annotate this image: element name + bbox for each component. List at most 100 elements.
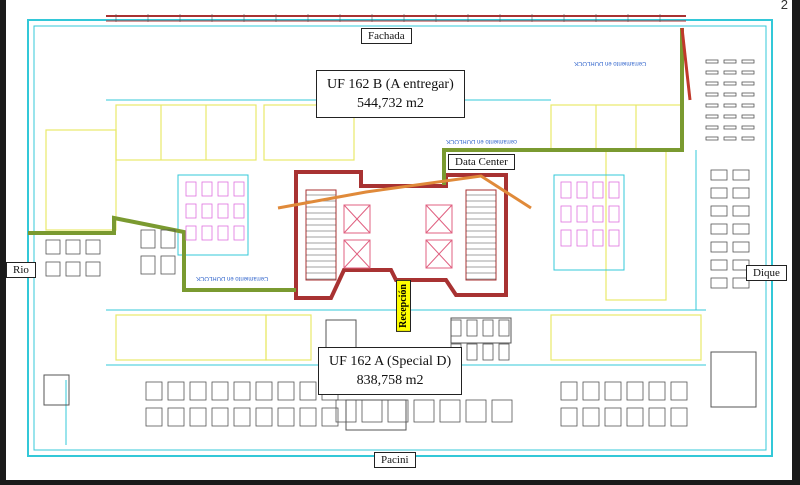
desk (145, 407, 163, 427)
desk (741, 125, 755, 130)
uf-162-b-box: UF 162 B (A entregar) 544,732 m2 (316, 70, 465, 118)
label-pacini: Pacini (374, 452, 416, 468)
desk (710, 241, 728, 253)
label-data-center: Data Center (448, 154, 515, 170)
facade-mullions (106, 15, 686, 22)
uf-162-a-area: 838,758 m2 (356, 373, 424, 388)
uf-162-b-title: UF 162 B (A entregar) (327, 77, 454, 92)
desk (201, 181, 213, 197)
desk (705, 92, 719, 97)
desk (201, 225, 213, 241)
desk (145, 381, 163, 401)
desk (167, 381, 185, 401)
desk (732, 169, 750, 181)
floor-plan: 2 Fachada UF 162 B (A entregar) 544,732 … (6, 0, 792, 480)
desk (498, 319, 510, 337)
desk (741, 103, 755, 108)
desk (576, 229, 588, 247)
desk (705, 114, 719, 119)
desk (741, 70, 755, 75)
interior-partitions (45, 104, 702, 361)
desk (277, 381, 295, 401)
desk (592, 181, 604, 199)
desk (160, 229, 176, 249)
orange-route (277, 174, 532, 210)
desk (741, 92, 755, 97)
desk (189, 381, 207, 401)
desk (560, 229, 572, 247)
desk (608, 229, 620, 247)
desk (705, 81, 719, 86)
label-recepcion: Recepción (396, 280, 411, 332)
desk (582, 407, 600, 427)
desk (723, 136, 737, 141)
desk (560, 407, 578, 427)
desk (732, 205, 750, 217)
desk (45, 239, 61, 255)
desk (723, 125, 737, 130)
desk (233, 407, 251, 427)
desk (217, 203, 229, 219)
desk (85, 239, 101, 255)
desk (185, 203, 197, 219)
label-dique: Dique (746, 265, 787, 281)
desk (710, 259, 728, 271)
desk (201, 203, 213, 219)
desk (185, 225, 197, 241)
desk (217, 181, 229, 197)
desk (710, 205, 728, 217)
desk (45, 261, 61, 277)
desk (255, 407, 273, 427)
red-riser (680, 27, 692, 101)
desk (233, 181, 245, 197)
desk (167, 407, 185, 427)
desk (608, 205, 620, 223)
desk (217, 225, 229, 241)
desk (592, 229, 604, 247)
desk (299, 407, 317, 427)
desk (732, 241, 750, 253)
desk (233, 203, 245, 219)
desk (582, 381, 600, 401)
desk (705, 136, 719, 141)
desk (648, 407, 666, 427)
desk (465, 399, 487, 423)
desk (560, 181, 572, 199)
desk (608, 181, 620, 199)
uf-162-a-box: UF 162 A (Special D) 838,758 m2 (318, 347, 463, 395)
desk (233, 225, 245, 241)
desk (710, 187, 728, 199)
desk (185, 181, 197, 197)
desk (710, 223, 728, 235)
desk (211, 381, 229, 401)
desk (723, 103, 737, 108)
annotation-cerramiento-left: Cerramiento en DURLOCK (196, 275, 269, 281)
desk (723, 92, 737, 97)
page-number: 2 (780, 0, 788, 12)
desk (732, 187, 750, 199)
desk (723, 114, 737, 119)
desk (560, 381, 578, 401)
desk (576, 181, 588, 199)
uf-162-a-title: UF 162 A (Special D) (329, 354, 452, 369)
desk (670, 407, 688, 427)
desk (723, 59, 737, 64)
desk (592, 205, 604, 223)
desk (140, 255, 156, 275)
desk (160, 255, 176, 275)
annotation-cerramiento-mid: cerramiento en DURLOCK (446, 138, 518, 144)
desk (648, 381, 666, 401)
desk (482, 319, 494, 337)
desk (670, 381, 688, 401)
desk (723, 81, 737, 86)
desk (604, 381, 622, 401)
desk (741, 114, 755, 119)
desk (626, 407, 644, 427)
desk (604, 407, 622, 427)
desk (741, 136, 755, 141)
desk (482, 343, 494, 361)
desk (741, 81, 755, 86)
desk (705, 125, 719, 130)
desk (413, 399, 435, 423)
green-route-left (28, 215, 296, 292)
